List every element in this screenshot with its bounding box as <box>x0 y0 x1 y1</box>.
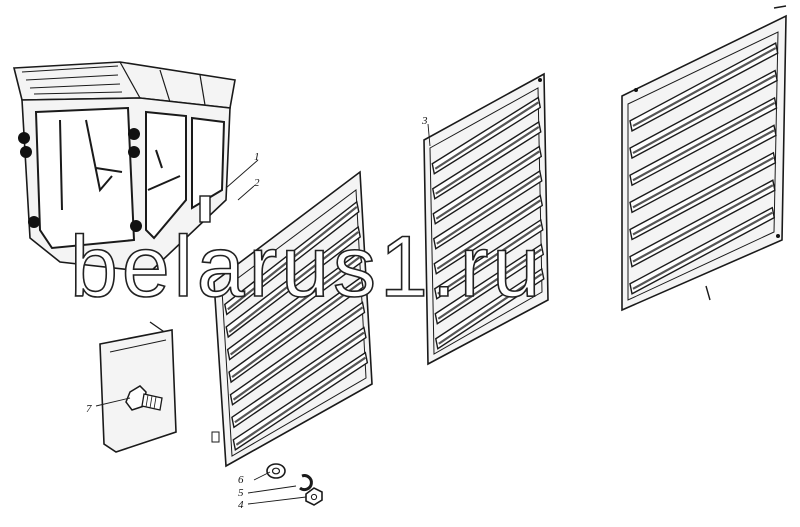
louver-panel-front <box>211 170 373 468</box>
cab-mount-point <box>130 220 142 232</box>
cab-rear-window <box>191 116 226 210</box>
louver-slats <box>431 96 545 350</box>
washer-hole <box>271 467 281 475</box>
louver-slat-shadow <box>434 101 539 170</box>
roof-edges <box>119 61 206 106</box>
cab-mount-point <box>128 128 140 140</box>
cab-mount-point <box>20 146 32 158</box>
louver-slat-shadow <box>232 306 364 401</box>
louver-slat-shadow <box>436 175 541 245</box>
tractor-cab <box>12 61 236 273</box>
louver-slat-shadow <box>632 184 774 263</box>
louver-slat-shadow <box>437 224 542 295</box>
louver-slat-shadow <box>435 150 540 220</box>
louver-slats <box>629 42 779 295</box>
roof-grille <box>21 65 123 95</box>
louver-slat-shadow <box>632 101 776 182</box>
callout-6: 6 <box>238 474 244 486</box>
washer <box>266 463 286 479</box>
callout-1: 1 <box>254 151 260 163</box>
louver-panel-border <box>221 189 367 457</box>
louver-slat-shadow <box>227 205 358 311</box>
louver-slat-shadow <box>435 126 540 195</box>
bolt-shank <box>141 393 163 411</box>
spring-washer <box>299 474 313 492</box>
louver-panel-frame <box>213 170 373 468</box>
cab-mount-point <box>128 146 140 158</box>
nut-hole <box>310 493 318 501</box>
cab-lever <box>147 149 181 191</box>
callout-7: 7 <box>86 403 92 415</box>
louver-panel-border <box>627 31 779 301</box>
louver-slat-shadow <box>229 256 361 356</box>
louver-slat-shadow <box>436 199 541 270</box>
callout-3: 3 <box>421 115 428 127</box>
louver-slat-shadow <box>231 281 362 379</box>
panel-fastener <box>776 234 780 238</box>
panel-fastener <box>634 88 638 92</box>
cab-interior-frame <box>59 119 123 211</box>
louver-panel-rear <box>621 5 787 312</box>
louver-slats <box>224 200 369 452</box>
cab-mount-point <box>18 132 30 144</box>
callout-5: 5 <box>238 487 244 499</box>
louver-slat-shadow <box>632 74 776 155</box>
panel-hinge <box>211 431 220 443</box>
watermark: belarus1.ru <box>70 219 544 315</box>
spring-washer-ring <box>299 474 313 492</box>
louver-slat-shadow <box>235 356 366 446</box>
louver-slat-shadow <box>437 248 542 320</box>
louver-slat-shadow <box>234 331 365 424</box>
cab-fitting <box>199 195 211 223</box>
panel-marks <box>705 5 787 301</box>
callout-2: 2 <box>254 177 260 189</box>
louver-slat-shadow <box>632 47 777 127</box>
louver-slat-shadow <box>632 129 775 209</box>
louver-slat-shadow <box>632 211 773 290</box>
cab-side-window <box>145 110 187 240</box>
leader-lines <box>95 123 431 505</box>
bolt-thread <box>145 394 157 410</box>
louver-slat-shadow <box>632 156 774 236</box>
louver-panel-middle <box>423 72 549 366</box>
callout-4: 4 <box>238 499 244 511</box>
panel-fastener <box>538 78 542 82</box>
louver-panel-border <box>429 87 543 355</box>
louver-slat-shadow <box>228 231 359 333</box>
louver-slat-shadow <box>438 273 543 345</box>
nut <box>305 487 323 506</box>
cover-plate-fold <box>109 339 167 353</box>
bolt <box>125 385 163 411</box>
cab-mount-point <box>28 216 40 228</box>
